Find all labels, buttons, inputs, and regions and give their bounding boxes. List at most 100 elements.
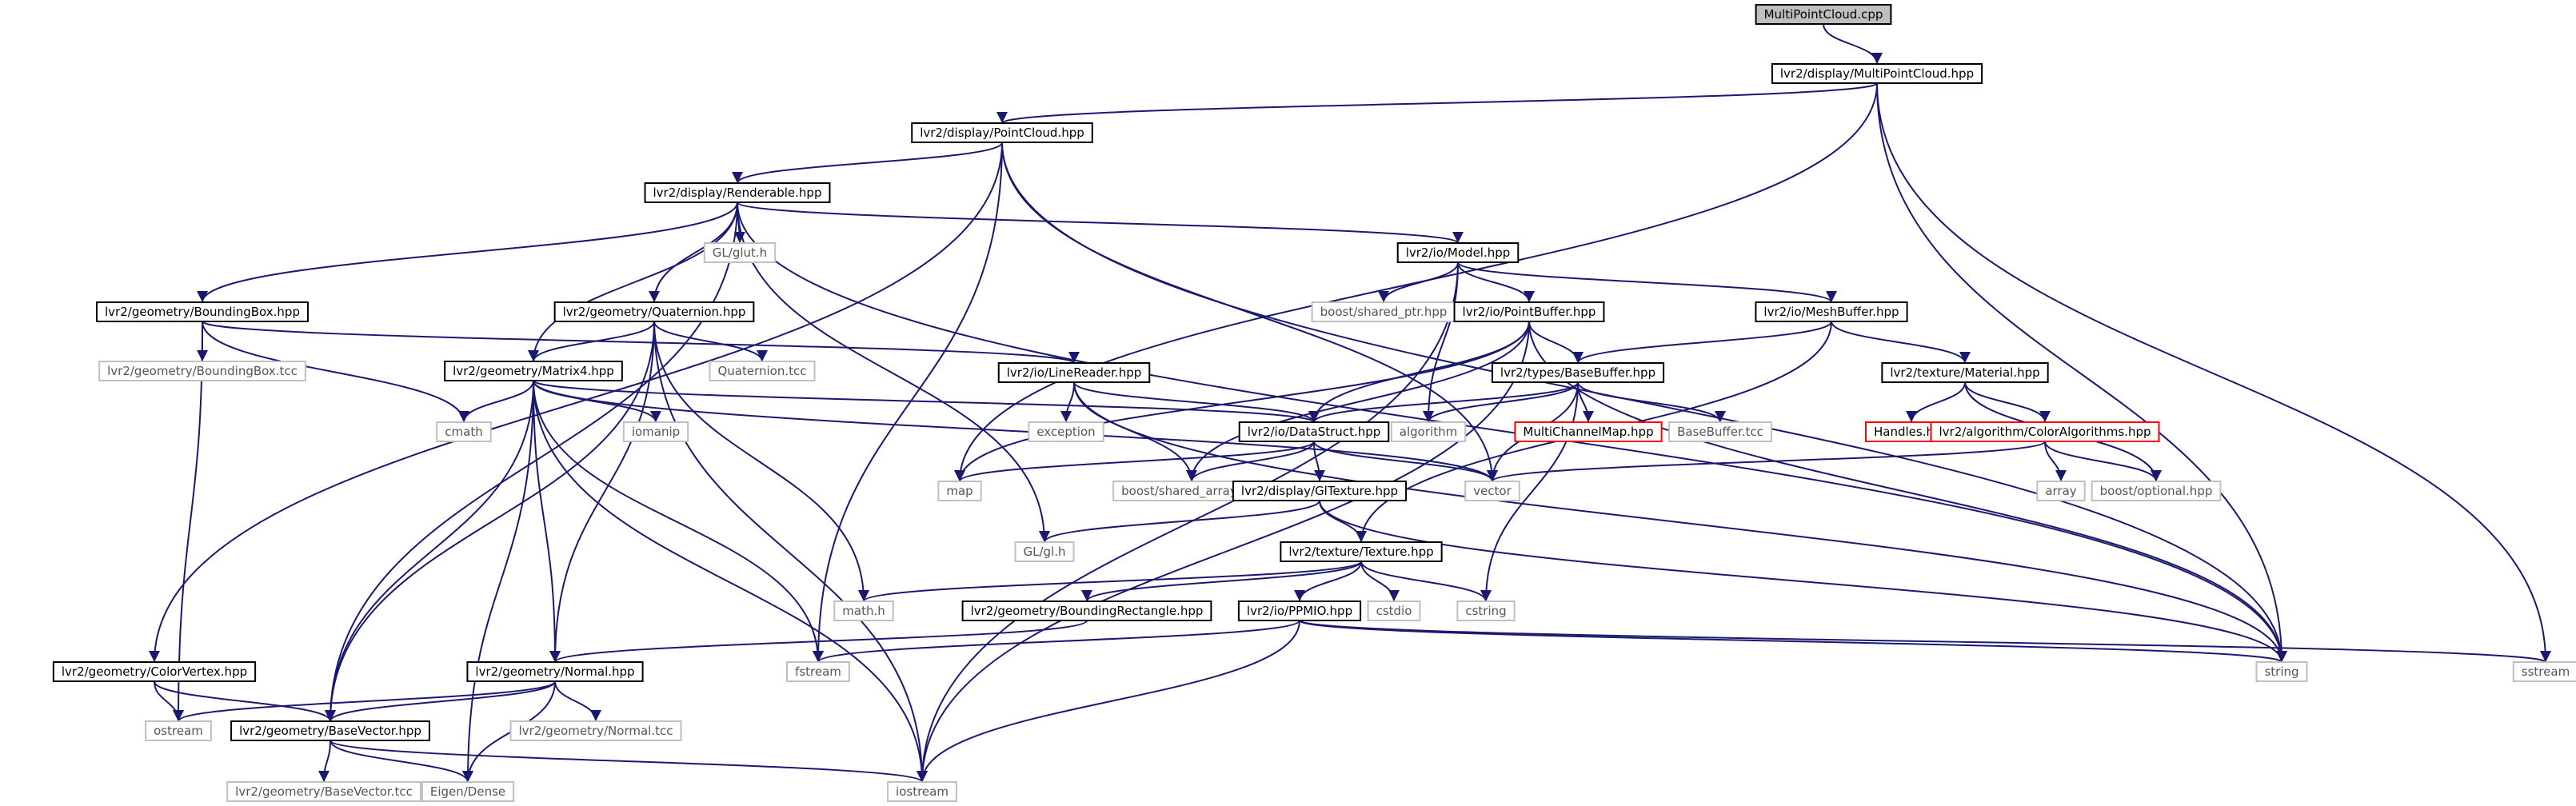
node-iostream[interactable]: iostream <box>887 781 957 802</box>
node-box <box>1367 601 1421 621</box>
node-cstring[interactable]: cstring <box>1456 601 1516 621</box>
edge-rend-to-bbox <box>197 202 738 303</box>
node-box <box>466 661 644 682</box>
node-model[interactable]: lvr2/io/Model.hpp <box>1396 242 1520 263</box>
node-linereader[interactable]: lvr2/io/LineReader.hpp <box>997 362 1151 383</box>
node-datastruct[interactable]: lvr2/io/DataStruct.hpp <box>1238 421 1390 442</box>
node-label: sstream <box>2522 664 2570 679</box>
node-string[interactable]: string <box>2255 661 2308 682</box>
node-box <box>1028 421 1104 442</box>
node-sharedptr[interactable]: boost/shared_ptr.hpp <box>1311 301 1456 322</box>
node-label: lvr2/geometry/BoundingBox.hpp <box>105 305 300 319</box>
node-eigen[interactable]: Eigen/Dense <box>421 781 515 802</box>
node-label: MultiPointCloud.cpp <box>1764 7 1883 22</box>
node-label: iostream <box>896 784 949 799</box>
node-mathh[interactable]: math.h <box>833 601 894 621</box>
edge-basebuf-to-algorithm <box>1423 381 1579 423</box>
node-ppmio[interactable]: lvr2/io/PPMIO.hpp <box>1237 601 1362 621</box>
node-box <box>1232 481 1408 501</box>
node-label: lvr2/io/LineReader.hpp <box>1007 365 1142 380</box>
node-array[interactable]: array <box>2036 481 2086 501</box>
edge-basevec-to-basevectcc <box>318 740 331 783</box>
node-cstdio[interactable]: cstdio <box>1367 601 1421 621</box>
node-box <box>1280 541 1443 562</box>
node-box <box>1514 421 1663 442</box>
edge-model-to-meshbuf <box>1457 261 1837 303</box>
node-label: boost/shared_ptr.hpp <box>1320 305 1448 320</box>
edge-quat-to-mathh <box>653 321 869 602</box>
node-basevectcc[interactable]: lvr2/geometry/BaseVector.tcc <box>226 781 421 802</box>
node-exception[interactable]: exception <box>1028 421 1104 442</box>
edge-basevec-to-iostream <box>329 740 928 783</box>
node-basevec[interactable]: lvr2/geometry/BaseVector.hpp <box>230 720 430 741</box>
node-label: string <box>2264 664 2298 679</box>
node-meshbuf[interactable]: lvr2/io/MeshBuffer.hpp <box>1755 301 1908 322</box>
edge-rend-to-glh <box>737 202 1050 543</box>
node-root[interactable]: MultiPointCloud.cpp <box>1755 4 1892 25</box>
node-gltex[interactable]: lvr2/display/GlTexture.hpp <box>1232 481 1408 501</box>
node-pc[interactable]: lvr2/display/PointCloud.hpp <box>911 122 1093 143</box>
node-optional[interactable]: boost/optional.hpp <box>2091 481 2222 501</box>
node-colorvert[interactable]: lvr2/geometry/ColorVertex.hpp <box>52 661 257 682</box>
node-basebuf[interactable]: lvr2/types/BaseBuffer.hpp <box>1491 362 1665 383</box>
node-label: lvr2/geometry/Normal.tcc <box>519 724 673 738</box>
edge-mat4-to-normal <box>533 380 561 663</box>
node-fstream[interactable]: fstream <box>786 661 850 682</box>
edge-mat4-to-basevec <box>325 380 534 722</box>
node-box <box>961 601 1212 621</box>
node-label: lvr2/texture/Texture.hpp <box>1288 545 1433 559</box>
edges-layer <box>149 23 2551 783</box>
node-mpc[interactable]: lvr2/display/MultiPointCloud.hpp <box>1771 63 1983 84</box>
node-iomanip[interactable]: iomanip <box>622 421 689 442</box>
node-box <box>997 362 1151 383</box>
node-bboxtcc[interactable]: lvr2/geometry/BoundingBox.tcc <box>98 361 306 381</box>
node-glut[interactable]: GL/glut.h <box>703 242 777 263</box>
edge-coloralg-to-optional <box>2044 441 2162 482</box>
node-label: lvr2/texture/Material.hpp <box>1890 365 2039 380</box>
node-box <box>421 781 515 802</box>
node-quattcc[interactable]: Quaternion.tcc <box>709 361 816 381</box>
node-box <box>444 361 623 381</box>
node-label: BaseBuffer.tcc <box>1677 425 1763 439</box>
edge-pc-to-rend <box>732 142 1003 184</box>
node-sstream[interactable]: sstream <box>2512 661 2576 682</box>
node-box <box>911 122 1093 143</box>
node-texture[interactable]: lvr2/texture/Texture.hpp <box>1280 541 1443 562</box>
edge-linereader-to-datastruct <box>1073 381 1320 423</box>
node-vector[interactable]: vector <box>1464 481 1520 501</box>
node-rend[interactable]: lvr2/display/Renderable.hpp <box>644 182 831 203</box>
node-basebuftcc[interactable]: BaseBuffer.tcc <box>1668 421 1772 442</box>
node-box <box>1771 63 1983 84</box>
node-label: iomanip <box>632 425 680 439</box>
node-ptbuf[interactable]: lvr2/io/PointBuffer.hpp <box>1453 301 1605 322</box>
node-label: lvr2/geometry/Normal.hpp <box>475 664 634 679</box>
node-bbox[interactable]: lvr2/geometry/BoundingBox.hpp <box>96 301 309 322</box>
edge-mpc-to-sstream <box>1876 82 2551 663</box>
node-label: boost/optional.hpp <box>2100 484 2213 498</box>
node-normaltcc[interactable]: lvr2/geometry/Normal.tcc <box>509 720 682 741</box>
edge-rend-to-mat4 <box>528 202 738 362</box>
node-coloralg[interactable]: lvr2/algorithm/ColorAlgorithms.hpp <box>1930 421 2160 442</box>
node-mcmap[interactable]: MultiChannelMap.hpp <box>1514 421 1663 442</box>
edge-normal-to-ostream <box>173 680 556 722</box>
node-label: lvr2/io/PPMIO.hpp <box>1247 604 1352 618</box>
node-bboxrect[interactable]: lvr2/geometry/BoundingRectangle.hpp <box>961 601 1212 621</box>
node-glh[interactable]: GL/gl.h <box>1014 541 1075 562</box>
node-material[interactable]: lvr2/texture/Material.hpp <box>1881 362 2049 383</box>
node-quat[interactable]: lvr2/geometry/Quaternion.hpp <box>553 301 755 322</box>
node-label: lvr2/geometry/ColorVertex.hpp <box>62 664 247 679</box>
node-label: boost/shared_array.hpp <box>1121 484 1262 499</box>
node-label: lvr2/algorithm/ColorAlgorithms.hpp <box>1939 425 2151 439</box>
node-ostream[interactable]: ostream <box>145 720 212 741</box>
node-box <box>52 661 257 682</box>
node-mat4[interactable]: lvr2/geometry/Matrix4.hpp <box>444 361 623 381</box>
node-label: cstdio <box>1376 604 1412 618</box>
node-box <box>644 182 831 203</box>
node-box <box>1755 4 1892 25</box>
node-map[interactable]: map <box>937 481 982 501</box>
node-normal[interactable]: lvr2/geometry/Normal.hpp <box>466 661 644 682</box>
node-cmath[interactable]: cmath <box>436 421 492 442</box>
node-box <box>509 720 682 741</box>
node-algorithm[interactable]: algorithm <box>1390 421 1467 442</box>
